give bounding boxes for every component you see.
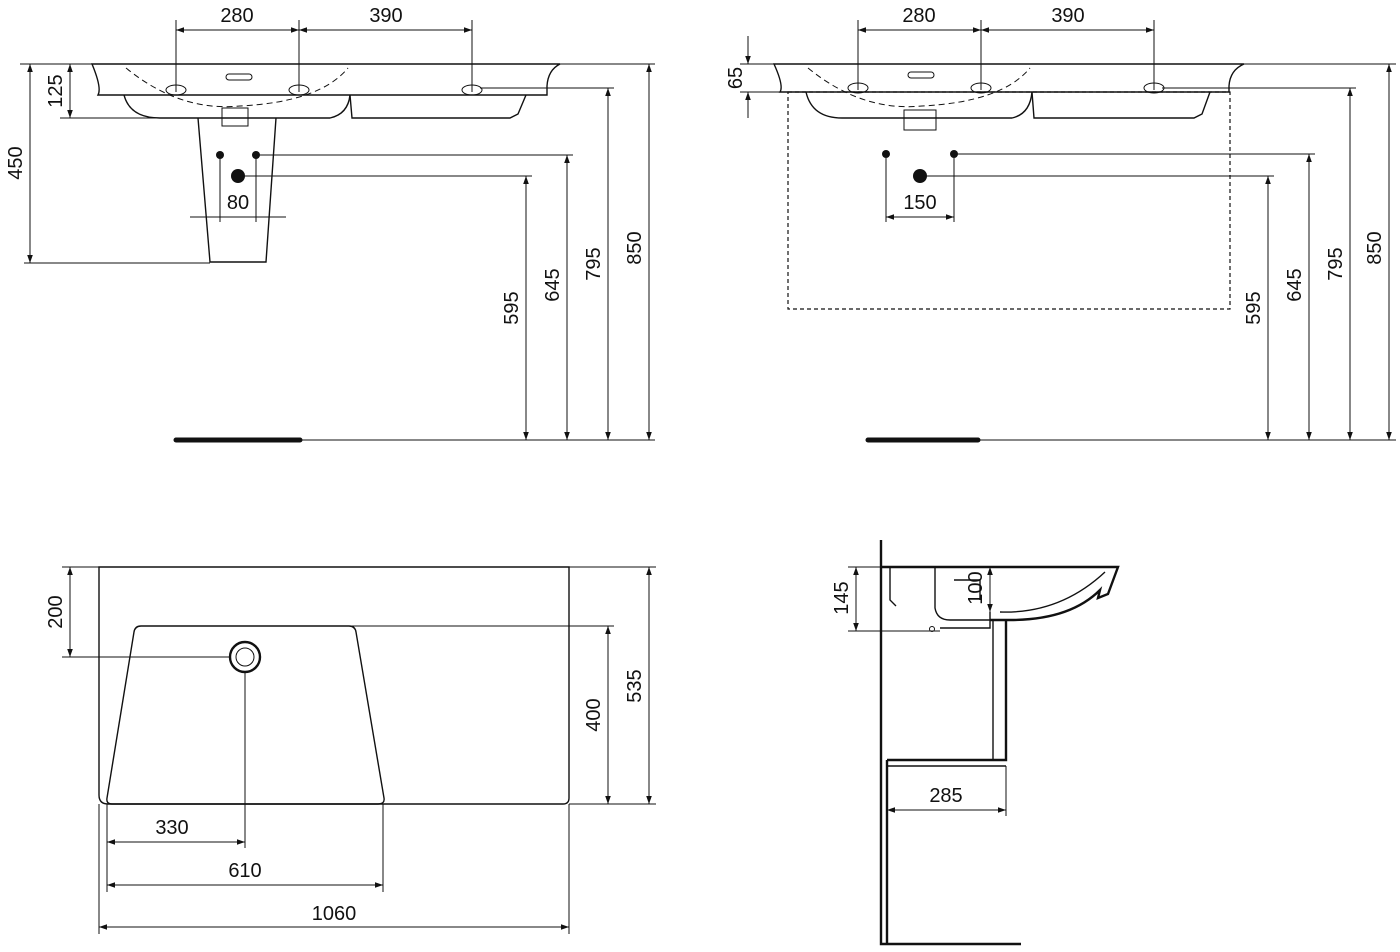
bowl-plan-outline bbox=[106, 625, 385, 805]
dim-label-795: 795 bbox=[583, 247, 605, 280]
basin-top-outline bbox=[90, 63, 561, 96]
waste-outline-outer bbox=[228, 640, 262, 674]
dim-label-390: 390 bbox=[1051, 5, 1084, 27]
dim-label-645: 645 bbox=[1284, 268, 1306, 301]
dim-label-125: 125 bbox=[45, 74, 67, 107]
dim-label-610: 610 bbox=[228, 860, 261, 882]
waste-outlet bbox=[903, 109, 937, 131]
tap-holes bbox=[165, 84, 483, 96]
dim-label-595: 595 bbox=[501, 291, 523, 324]
basin-shelf-outline bbox=[1031, 91, 1211, 119]
dim-label-80: 80 bbox=[227, 192, 249, 214]
dim-label-795: 795 bbox=[1325, 247, 1347, 280]
supply-point-left bbox=[882, 150, 890, 158]
vanity-unit-section bbox=[887, 620, 1008, 762]
dim-label-280: 280 bbox=[220, 5, 253, 27]
basin-bowl-inner bbox=[999, 571, 1106, 613]
basin-back-wall bbox=[889, 567, 897, 607]
dim-label-100: 100 bbox=[965, 571, 987, 604]
basin-plan-outline bbox=[98, 566, 570, 805]
dim-label-390: 390 bbox=[369, 5, 402, 27]
basin-top-outline bbox=[772, 63, 1245, 93]
basin-bowl-hidden bbox=[807, 67, 1031, 108]
supply-point-left bbox=[216, 151, 224, 159]
overflow-slot bbox=[907, 71, 935, 79]
basin-bowl-section bbox=[934, 567, 990, 621]
dim-label-200: 200 bbox=[45, 595, 67, 628]
overflow-slot bbox=[225, 73, 253, 81]
overflow-channel bbox=[954, 579, 981, 600]
dim-label-595: 595 bbox=[1243, 291, 1265, 324]
dim-label-400: 400 bbox=[583, 698, 605, 731]
waste-outline-inner bbox=[235, 647, 255, 667]
waste-outlet bbox=[221, 107, 249, 127]
vanity-unit-dashed bbox=[787, 91, 1231, 310]
dim-label-280: 280 bbox=[902, 5, 935, 27]
basin-bowl-hidden bbox=[125, 67, 349, 108]
dim-label-535: 535 bbox=[624, 669, 646, 702]
dim-label-1060: 1060 bbox=[312, 903, 357, 925]
basin-shelf-outline bbox=[349, 94, 527, 119]
dim-label-645: 645 bbox=[542, 268, 564, 301]
basin-bowl-outline bbox=[123, 94, 351, 119]
pedestal-outline bbox=[197, 117, 277, 263]
front-view-pedestal: 280 390 125 450 80 595 645 795 850 bbox=[5, 5, 655, 443]
dim-label-285: 285 bbox=[929, 785, 962, 807]
front-view-wall-hung: 280 390 65 150 595 645 795 850 bbox=[725, 5, 1396, 443]
side-section-view: 145 100 285 bbox=[831, 540, 1120, 946]
dim-label-65: 65 bbox=[725, 67, 747, 89]
dim-label-850: 850 bbox=[1364, 231, 1386, 264]
basin-rim-section bbox=[881, 565, 1120, 622]
dim-label-145: 145 bbox=[831, 581, 853, 614]
dim-label-850: 850 bbox=[624, 231, 646, 264]
wall-and-floor bbox=[879, 540, 1021, 946]
dim-label-450: 450 bbox=[5, 146, 27, 179]
basin-bowl-outline bbox=[805, 91, 1033, 119]
dim-label-330: 330 bbox=[155, 817, 188, 839]
waste-trap-top bbox=[940, 612, 991, 629]
dim-label-150: 150 bbox=[903, 192, 936, 214]
plan-view: 200 400 535 330 610 1060 bbox=[45, 566, 656, 934]
